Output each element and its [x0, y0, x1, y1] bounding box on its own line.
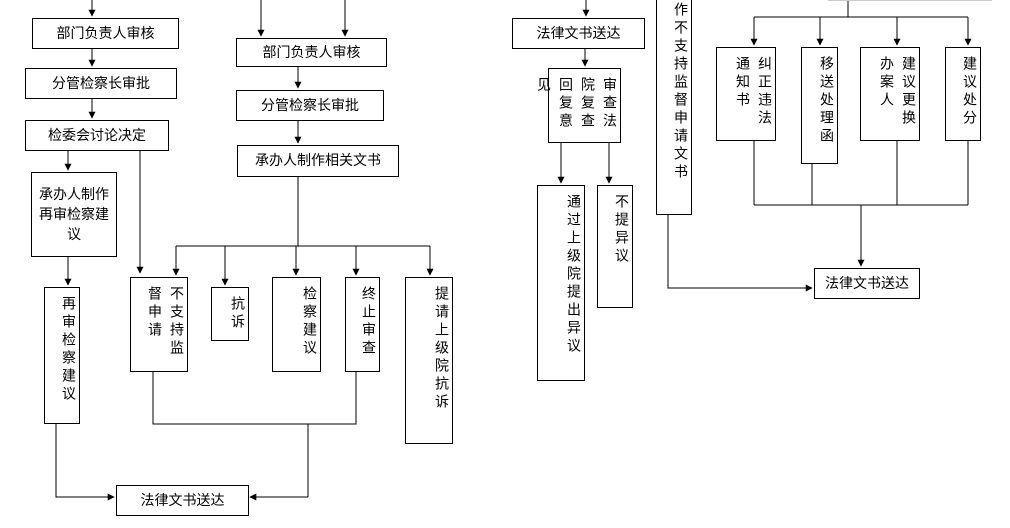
node-committee-decision: 检委会讨论决定 — [25, 120, 169, 151]
node-suggest-replace-handler: 建议更换办案人 — [860, 47, 920, 141]
node-draft-documents: 承办人制作相关文书 — [237, 145, 399, 177]
node-procuratorial-suggestion: 检察建议 — [272, 277, 321, 372]
node-delivery-right: 法律文书送达 — [814, 268, 920, 299]
node-no-objection: 不提异议 — [597, 185, 633, 308]
node-deputy-approval-left: 分管检察长审批 — [25, 68, 177, 99]
node-suggest-discipline: 建议处分 — [945, 47, 981, 141]
node-not-support-supervision: 不支持监督申请 — [130, 277, 188, 372]
node-objection-via-superior: 通过上级院提出异议 — [537, 185, 585, 381]
node-dept-head-review-left: 部门负责人审核 — [32, 18, 179, 49]
node-delivery-center: 法律文书送达 — [512, 18, 645, 49]
node-draft-retrial-suggestion: 承办人制作再审检察建议 — [31, 172, 117, 257]
node-request-superior-protest: 提请上级院抗诉 — [405, 277, 453, 444]
node-not-support-document: 作不支持监督申请文书 — [656, 0, 692, 215]
node-delivery-left: 法律文书送达 — [116, 485, 249, 516]
node-protest: 抗诉 — [211, 287, 249, 341]
node-deputy-approval-mid: 分管检察长审批 — [236, 90, 384, 121]
node-terminate-review: 终止审查 — [345, 277, 380, 372]
node-transfer-letter: 移送处理函 — [801, 47, 838, 164]
node-review-court-reply: 审查法院复查回复意见 — [535, 68, 621, 143]
node-correction-notice: 纠正违法通知书 — [716, 47, 776, 141]
node-retrial-suggestion: 再审检察建议 — [44, 287, 80, 424]
node-dept-head-review-mid: 部门负责人审核 — [236, 38, 387, 67]
